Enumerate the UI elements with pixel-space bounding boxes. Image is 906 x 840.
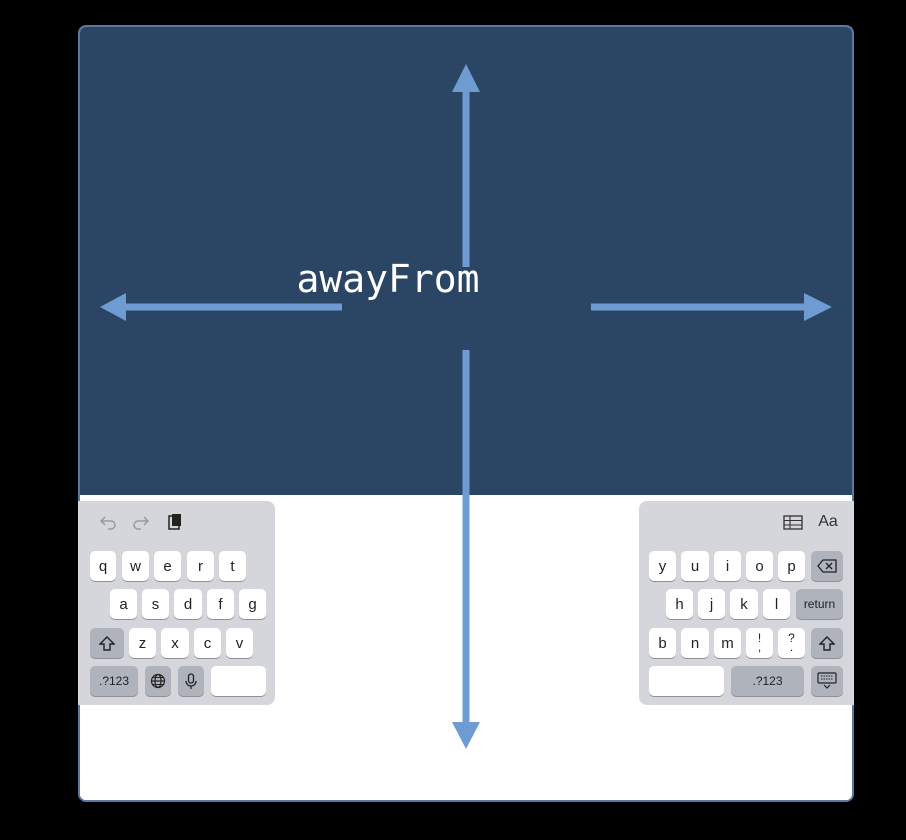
key-t[interactable]: t <box>219 551 246 581</box>
key-u[interactable]: u <box>681 551 709 581</box>
away-from-label: awayFrom <box>296 257 480 301</box>
key-j[interactable]: j <box>698 589 725 619</box>
dictation-key[interactable] <box>178 666 204 696</box>
key-exclaim-top: ! <box>757 631 762 645</box>
key-i[interactable]: i <box>714 551 741 581</box>
key-s[interactable]: s <box>142 589 169 619</box>
key-g[interactable]: g <box>239 589 266 619</box>
globe-key[interactable] <box>145 666 171 696</box>
key-o[interactable]: o <box>746 551 773 581</box>
key-b[interactable]: b <box>649 628 676 658</box>
delete-key[interactable] <box>811 551 843 581</box>
left-space-key[interactable] <box>211 666 266 696</box>
key-y[interactable]: y <box>649 551 676 581</box>
delete-icon <box>817 559 837 573</box>
key-question-top: ? <box>788 631 795 645</box>
return-key[interactable]: return <box>796 589 843 619</box>
key-d[interactable]: d <box>174 589 202 619</box>
left-numbers-key[interactable]: .?123 <box>90 666 138 696</box>
key-c[interactable]: c <box>194 628 221 658</box>
redo-icon[interactable] <box>130 511 152 533</box>
keyboard-dismiss-icon <box>817 672 837 689</box>
key-z[interactable]: z <box>129 628 156 658</box>
keyboard-dismiss-key[interactable] <box>811 666 843 696</box>
left-split-keyboard: q w e r t a s d f g z x c v .?123 <box>78 501 275 705</box>
key-h[interactable]: h <box>666 589 693 619</box>
key-f[interactable]: f <box>207 589 234 619</box>
shift-icon <box>99 635 115 651</box>
key-k[interactable]: k <box>730 589 758 619</box>
key-m[interactable]: m <box>714 628 741 658</box>
key-r[interactable]: r <box>187 551 214 581</box>
right-numbers-key[interactable]: .?123 <box>731 666 804 696</box>
clipboard-icon[interactable] <box>164 511 186 533</box>
key-e[interactable]: e <box>154 551 181 581</box>
key-exclaim-comma[interactable]: !, <box>746 628 773 658</box>
format-text-button[interactable]: Aa <box>818 513 838 530</box>
key-comma-bottom: , <box>757 640 762 654</box>
key-a[interactable]: a <box>110 589 137 619</box>
key-w[interactable]: w <box>122 551 149 581</box>
key-v[interactable]: v <box>226 628 253 658</box>
table-icon[interactable] <box>781 511 805 533</box>
key-period-bottom: . <box>789 640 794 654</box>
key-x[interactable]: x <box>161 628 189 658</box>
globe-icon <box>150 673 166 689</box>
key-q[interactable]: q <box>90 551 116 581</box>
key-p[interactable]: p <box>778 551 805 581</box>
left-shift-key[interactable] <box>90 628 124 658</box>
microphone-icon <box>185 672 197 689</box>
key-question-period[interactable]: ?. <box>778 628 805 658</box>
shift-icon <box>819 635 835 651</box>
right-split-keyboard: Aa y u i o p h j k l return b n m !, ?. … <box>639 501 854 705</box>
key-l[interactable]: l <box>763 589 790 619</box>
undo-icon[interactable] <box>97 511 119 533</box>
key-n[interactable]: n <box>681 628 709 658</box>
right-shift-key[interactable] <box>811 628 843 658</box>
right-space-key[interactable] <box>649 666 724 696</box>
